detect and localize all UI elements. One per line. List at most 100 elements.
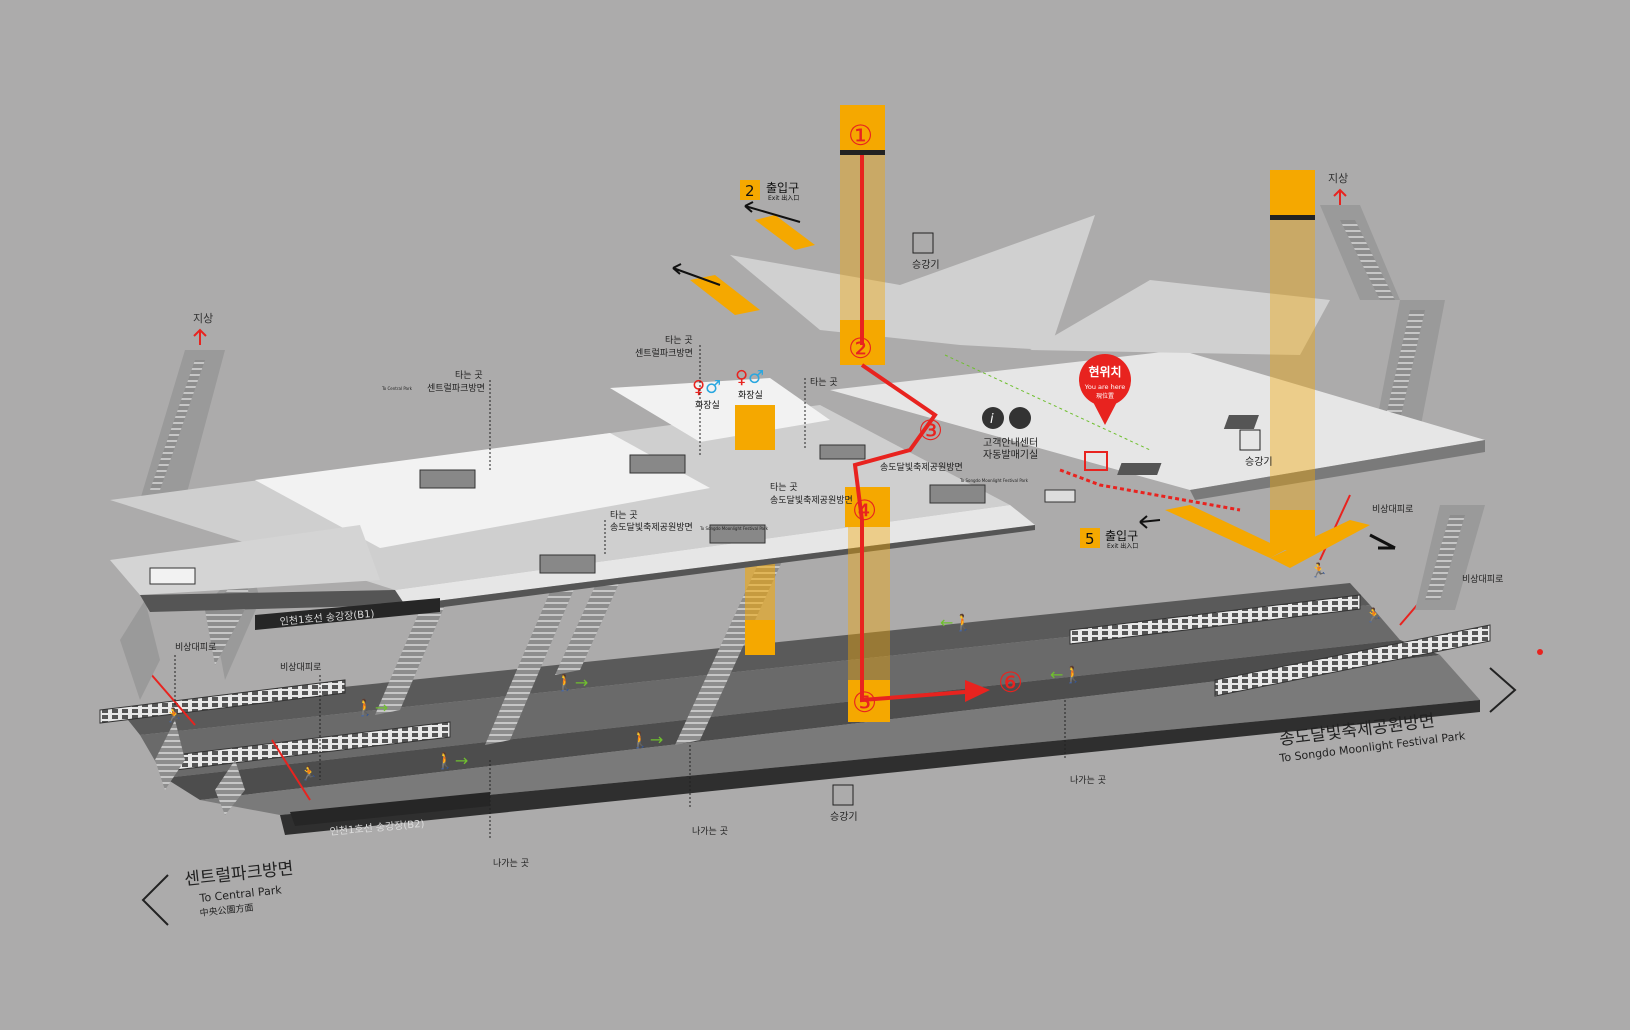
svg-text:🏃: 🏃: [1310, 562, 1327, 579]
escalator-opening-5: [929, 484, 986, 504]
concourse-upper-wing: [730, 215, 1095, 350]
concourse-right-edge: [1190, 440, 1485, 500]
escalator-opening-1: [419, 469, 476, 489]
arrow-left-icon: [141, 874, 169, 926]
svg-text:🚶→: 🚶→: [555, 673, 588, 692]
concourse-corridor-edge: [405, 525, 1035, 612]
svg-text:🏃: 🏃: [300, 765, 317, 782]
board-central-label: 타는 곳: [455, 370, 483, 381]
emergency-stairs-right: [1320, 205, 1485, 610]
exit2-ramp-2: [755, 215, 815, 250]
route-step-1: ①: [848, 119, 873, 152]
track-bed-upper: [120, 583, 1370, 735]
track-bed-lower: [165, 640, 1440, 800]
elevator-shaft-right: [1270, 170, 1315, 550]
elevator-shaft-main: [840, 105, 890, 722]
exit-way-label-3: 나가는 곳: [1070, 775, 1106, 786]
platform-middle: [140, 605, 1400, 778]
central-dir-small: To Central Park: [381, 386, 413, 391]
platform-b2-strip: [290, 792, 490, 826]
exit5-arrow-left: [1139, 515, 1161, 529]
restroom-label-1: 화장실: [695, 400, 720, 411]
elevator-signs: 승강기 승강기 승강기: [830, 232, 1273, 823]
you-are-here-en: You are here: [1084, 383, 1126, 391]
escalator-opening-3: [539, 554, 596, 574]
restroom-signs: ♀ ♂ 화장실 ♀ ♂ 화장실: [692, 367, 764, 411]
exit-way-label-1: 나가는 곳: [493, 858, 529, 869]
concourse-floor-edge: [140, 590, 405, 612]
emergency-stairs-left: [120, 350, 260, 815]
customer-center-line2: 자동발매기실: [983, 449, 1038, 461]
escalator-opening-4: [709, 524, 766, 544]
arrow-right-icon: [1489, 667, 1517, 713]
escalator-opening-6: [819, 444, 866, 460]
songdo-dir-label-3: 송도달빛축제공원방면: [770, 494, 853, 506]
exit5-num: 5: [1085, 530, 1095, 548]
ground-marker-right: 지상: [1328, 172, 1348, 205]
exit5-label: 출입구: [1105, 529, 1138, 543]
direction-left: 센트럴파크방면 To Central Park 中央公園方面: [141, 859, 294, 926]
svg-text:i: i: [990, 412, 994, 427]
board-songdo-label-3: 타는 곳: [770, 482, 798, 493]
train-upper-left: [99, 679, 346, 724]
train-upper-right: [1069, 594, 1361, 645]
restroom-label-2: 화장실: [738, 390, 763, 401]
emergency-arrow-left-2: [271, 739, 311, 801]
you-are-here-ko: 현위치: [1088, 364, 1121, 379]
platform-front: [200, 655, 1480, 815]
route-step-markers: ① ② ③ ④ ⑤ ⑥: [848, 119, 1023, 719]
exit2-num: 2: [745, 182, 755, 200]
customer-center: i 고객안내센터 자동발매기실: [982, 407, 1038, 461]
exit2-sub: Exit 出入口: [768, 194, 799, 202]
elevator-icon-right: [1239, 429, 1261, 451]
escalator-1: [375, 605, 445, 715]
emergency-label-4: 비상대피로: [1462, 574, 1503, 585]
emergency-exit-icons: 🏃 🏃 🏃 🏃: [165, 562, 1382, 782]
info-icon: [982, 407, 1004, 429]
edge-dot: [1537, 649, 1543, 655]
route-step-6: ⑥: [998, 666, 1023, 699]
central-dir-label-2: 센트럴파크방면: [635, 348, 693, 359]
exit2-arrow-1: [744, 201, 801, 223]
train-lower-right: [1214, 624, 1491, 697]
ticket-machine-icon: [1009, 407, 1031, 429]
restroom-icon-4: ♂: [748, 367, 764, 388]
songdo-dir-label-2: 송도달빛축제공원방면: [610, 521, 693, 533]
emergency-label-3: 비상대피로: [1372, 504, 1413, 515]
exit5-ramp: [1165, 505, 1285, 558]
restroom-icon-1: ♀: [692, 377, 705, 398]
emergency-labels: 비상대피로 비상대피로 비상대피로 비상대피로: [174, 504, 1503, 780]
exit-way-labels: 나가는 곳 나가는 곳 나가는 곳: [489, 700, 1106, 869]
concourse-elevator: [735, 405, 775, 450]
platform-edge: [280, 700, 1480, 835]
svg-text:🚶→: 🚶→: [355, 698, 388, 717]
exit-way-label-2: 나가는 곳: [692, 826, 728, 837]
boarding-labels: 타는 곳 센트럴파크방면 To Central Park 타는 곳 센트럴파크방…: [381, 335, 1029, 555]
svg-text:←🚶: ←🚶: [940, 613, 973, 632]
svg-text:←🚶: ←🚶: [1050, 665, 1083, 684]
platform-elevator-left-car: [745, 620, 775, 655]
ground-left-label: 지상: [193, 312, 213, 325]
you-are-here-zh: 現位置: [1096, 392, 1114, 400]
elevator-icon-top: [912, 232, 934, 254]
exit5-sub: Exit 出入口: [1107, 542, 1138, 550]
svg-text:🏃: 🏃: [1365, 607, 1382, 624]
route-path: [852, 155, 1241, 703]
escalator-opening-2: [629, 454, 686, 474]
vent-left: [149, 567, 196, 585]
svg-text:🚶→: 🚶→: [435, 751, 468, 770]
concourse-floor-right: [830, 350, 1485, 490]
concourse-floor-top-white: [255, 433, 710, 548]
route-step-4: ④: [852, 494, 877, 527]
exit5-ramp-2: [1270, 520, 1370, 568]
board-songdo-label-2: 타는 곳: [610, 510, 638, 521]
concourse-upper-wing-right: [1030, 280, 1330, 355]
restroom-icon-3: ♀: [735, 367, 748, 388]
vent-right-2: [1117, 463, 1162, 475]
ground-right-label: 지상: [1328, 172, 1348, 185]
exit-arrow-icons: 🚶→ 🚶→ 🚶→ 🚶→ ←🚶 ←🚶: [355, 613, 1083, 770]
svg-text:🚶→: 🚶→: [630, 730, 663, 749]
board-songdo-sub-4: To Songdo Moonlight Festival Park: [959, 478, 1029, 483]
